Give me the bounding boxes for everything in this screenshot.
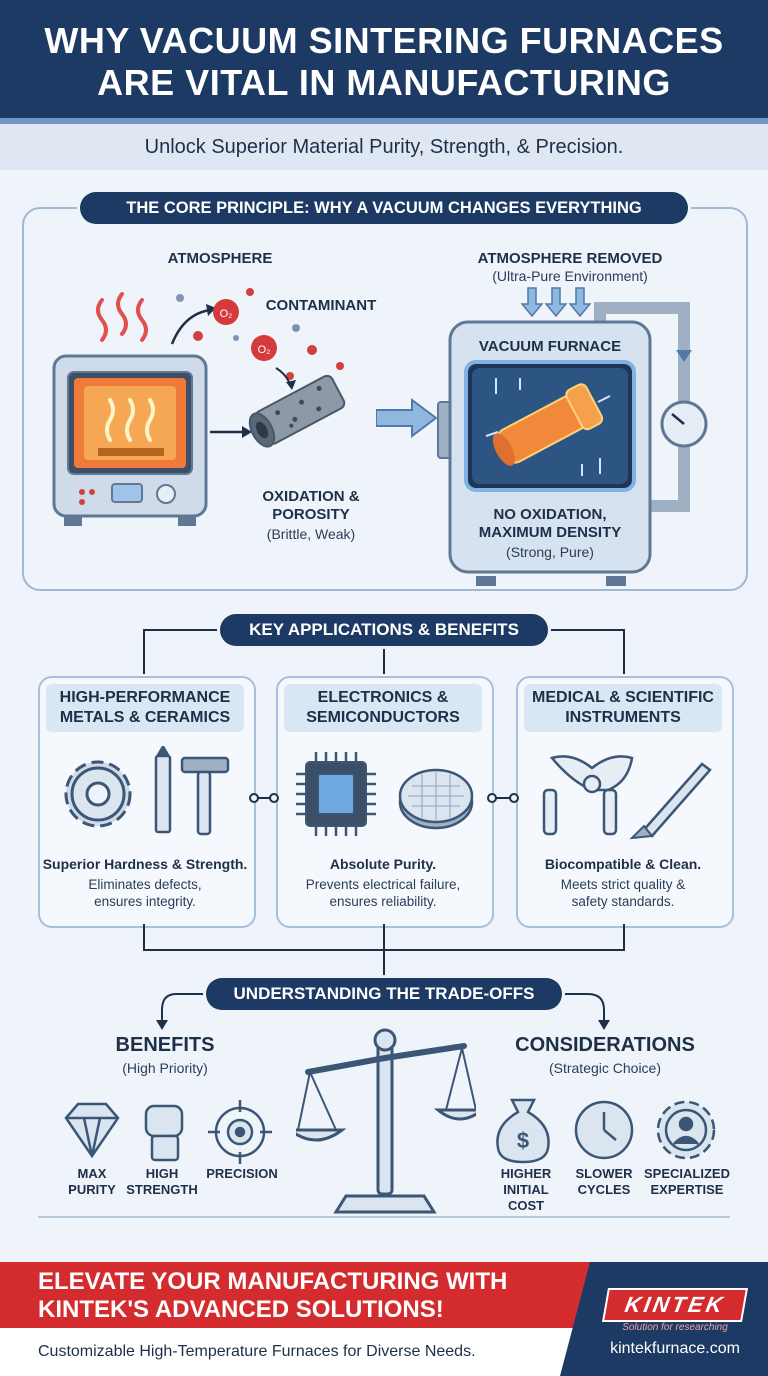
application-card-title: Biocompatible & Clean. [544, 856, 702, 872]
considerations-heading: CONSIDERATIONS [515, 1034, 695, 1056]
atmosphere-label: ATMOSPHERE [167, 250, 273, 267]
tradeoffs-title: UNDERSTANDING THE TRADE-OFFS [206, 978, 562, 1010]
expert-gear-icon [656, 1100, 716, 1160]
applications-title: KEY APPLICATIONS & BENEFITS [220, 614, 548, 646]
benefits-heading: BENEFITS [115, 1034, 215, 1056]
benefits-icons [64, 1100, 272, 1164]
page-header: WHY VACUUM SINTERING FURNACES ARE VITAL … [0, 0, 768, 118]
oxygen-molecule-icon [213, 299, 239, 325]
application-card-desc: Meets strict quality &safety standards. [560, 877, 686, 909]
balance-scale-icon [296, 1028, 476, 1214]
clock-icon [574, 1100, 634, 1160]
medical-icons [542, 755, 712, 840]
vacuum-furnace-illustration [437, 287, 708, 586]
scalpel-icon [629, 762, 712, 840]
benefit-label: PRECISION [206, 1166, 278, 1181]
section-divider [38, 1216, 730, 1218]
svg-text:O₂: O₂ [220, 308, 233, 320]
considerations-icons: $ [496, 1098, 716, 1164]
fist-icon [144, 1104, 184, 1162]
benefits-note: (High Priority) [122, 1060, 208, 1076]
footer-tagline: Customizable High-Temperature Furnaces f… [38, 1343, 476, 1360]
application-card-desc: Prevents electrical failure,ensures reli… [305, 877, 461, 909]
vacuum-result-label: NO OXIDATION,MAXIMUM DENSITY [478, 506, 622, 541]
target-icon [208, 1100, 272, 1164]
oxygen-molecule-icon [251, 335, 277, 361]
application-card-title: Superior Hardness & Strength. [42, 856, 248, 872]
flame-icon [105, 398, 155, 442]
hip-bone-icon [542, 755, 634, 836]
website-link[interactable]: kintekfurnace.com [610, 1340, 740, 1357]
applications-connectors [143, 629, 625, 674]
vacuum-result-note: (Strong, Pure) [506, 544, 594, 560]
oxidation-result-label: OXIDATION &POROSITY [262, 488, 360, 523]
page-title: WHY VACUUM SINTERING FURNACES ARE VITAL … [0, 0, 768, 104]
silicon-wafer-icon [398, 768, 474, 830]
logo-tagline: Solution for researching [622, 1322, 728, 1333]
pencil-icon [154, 746, 172, 834]
atmosphere-removed-label: ATMOSPHERE REMOVED [477, 250, 663, 267]
title-line-2: ARE VITAL IN MANUFACTURING [97, 62, 671, 103]
page-subtitle: Unlock Superior Material Purity, Strengt… [0, 124, 768, 170]
heat-waves-icon [96, 292, 148, 342]
application-card-heading: ELECTRONICS &SEMICONDUCTORS [284, 684, 482, 732]
conventional-furnace-illustration: O₂ O₂ [52, 288, 346, 526]
vacuum-furnace-label: VACUUM FURNACE [478, 338, 622, 355]
footer-tagline-bar: Customizable High-Temperature Furnaces f… [0, 1328, 590, 1376]
down-arrows-icon [520, 287, 592, 318]
svg-text:O₂: O₂ [258, 344, 271, 356]
tradeoff-connectors [156, 993, 610, 1030]
svg-text:$: $ [517, 1128, 529, 1153]
atmosphere-removed-note: (Ultra-Pure Environment) [492, 268, 648, 284]
application-card-title: Absolute Purity. [329, 856, 437, 872]
contaminant-label: CONTAMINANT [265, 297, 377, 314]
considerations-note: (Strategic Choice) [548, 1060, 662, 1076]
porous-part-icon [248, 374, 346, 448]
card-connectors [143, 793, 625, 980]
kintek-logo: KINTEK [602, 1288, 748, 1322]
microchip-icon [296, 752, 376, 836]
electronics-icons [296, 752, 474, 836]
core-principle-title: THE CORE PRINCIPLE: WHY A VACUUM CHANGES… [80, 192, 688, 224]
transition-arrow-icon [376, 398, 438, 438]
money-bag-icon: $ [496, 1098, 550, 1164]
application-card-desc: Eliminates defects,ensures integrity. [88, 877, 202, 909]
header-divider [0, 118, 768, 124]
hammer-icon [180, 756, 230, 836]
diamond-icon [64, 1102, 120, 1159]
gear-icon [64, 760, 132, 828]
title-line-1: WHY VACUUM SINTERING FURNACES [44, 20, 724, 61]
oxidation-result-note: (Brittle, Weak) [266, 526, 356, 542]
metals-icons [64, 746, 230, 836]
dense-part-icon [492, 383, 604, 466]
